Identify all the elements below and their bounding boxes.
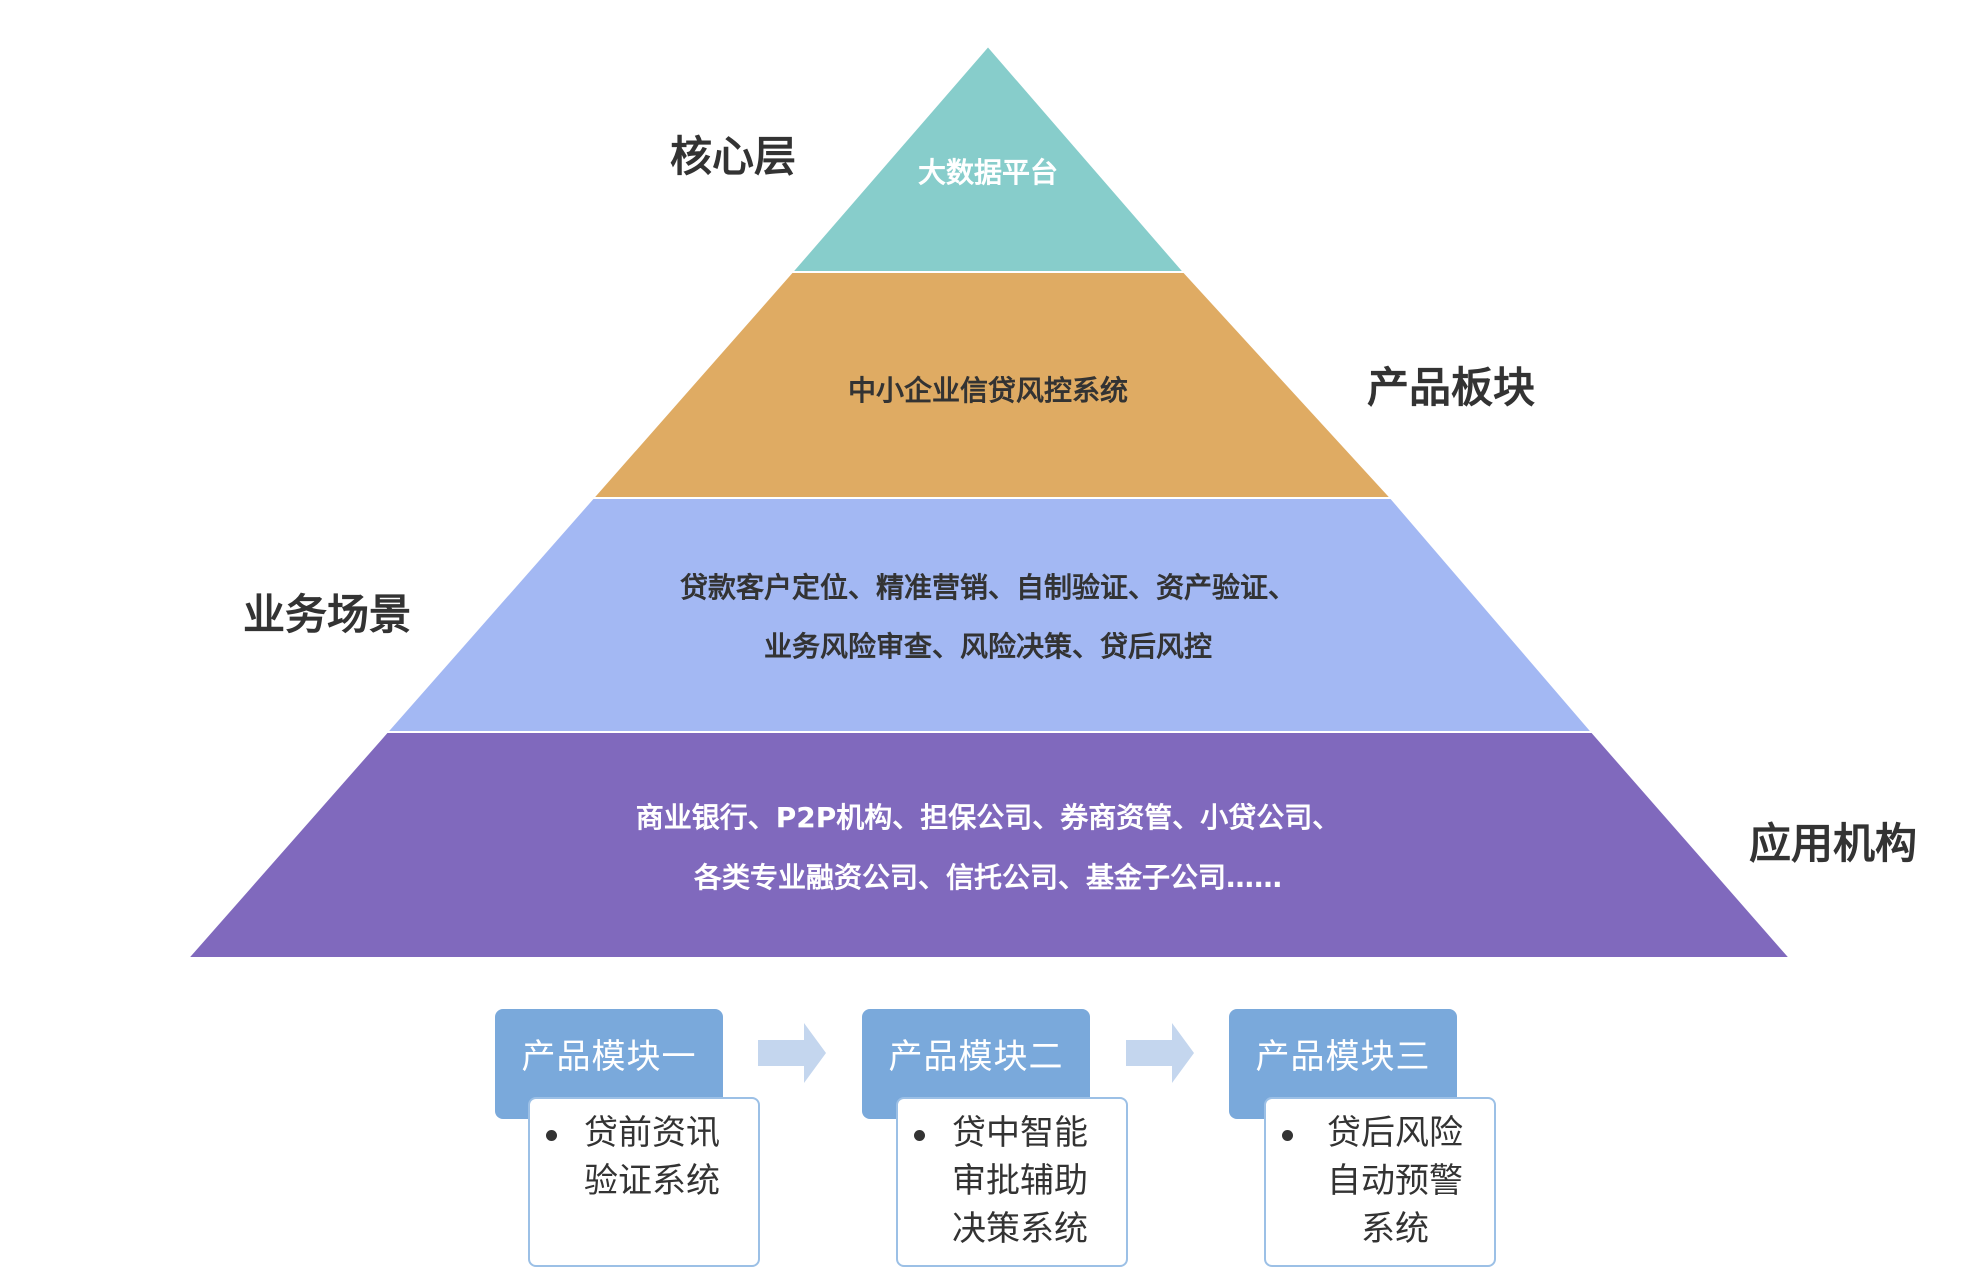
core-layer-text: 大数据平台: [918, 156, 1058, 189]
module-2-card: 贷中智能 审批辅助 决策系统: [896, 1097, 1128, 1267]
arrow-right-icon: [758, 1023, 826, 1083]
module-1-card: 贷前资讯 验证系统: [528, 1097, 760, 1267]
arrow-right-icon: [1126, 1023, 1194, 1083]
scenario-layer-text-line1: 贷款客户定位、精准营销、自制验证、资产验证、: [680, 571, 1296, 604]
module-2-content: 贷中智能 审批辅助 决策系统: [952, 1113, 1088, 1249]
label-scenario: 业务场景: [243, 590, 412, 639]
module-3-content: 贷后风险 自动预警 系统: [1327, 1113, 1463, 1249]
product-layer-text: 中小企业信贷风控系统: [848, 374, 1128, 407]
label-institution: 应用机构: [1749, 819, 1918, 868]
bullet-dot-icon: [1282, 1130, 1293, 1141]
bullet-dot-icon: [546, 1130, 557, 1141]
institution-layer-text-line2: 各类专业融资公司、信托公司、基金子公司……: [693, 861, 1282, 894]
label-product: 产品板块: [1367, 363, 1536, 412]
scenario-layer-text-line2: 业务风险审查、风险决策、贷后风控: [764, 630, 1212, 663]
pyramid-layer-scenario: [384, 497, 1595, 733]
institution-layer-text-line1: 商业银行、P2P机构、担保公司、券商资管、小贷公司、: [636, 801, 1341, 834]
module-1-content: 贷前资讯 验证系统: [584, 1113, 720, 1201]
bullet-dot-icon: [914, 1130, 925, 1141]
module-3-card: 贷后风险 自动预警 系统: [1264, 1097, 1496, 1267]
pyramid-layer-institution: [185, 731, 1793, 959]
label-core: 核心层: [670, 132, 797, 181]
